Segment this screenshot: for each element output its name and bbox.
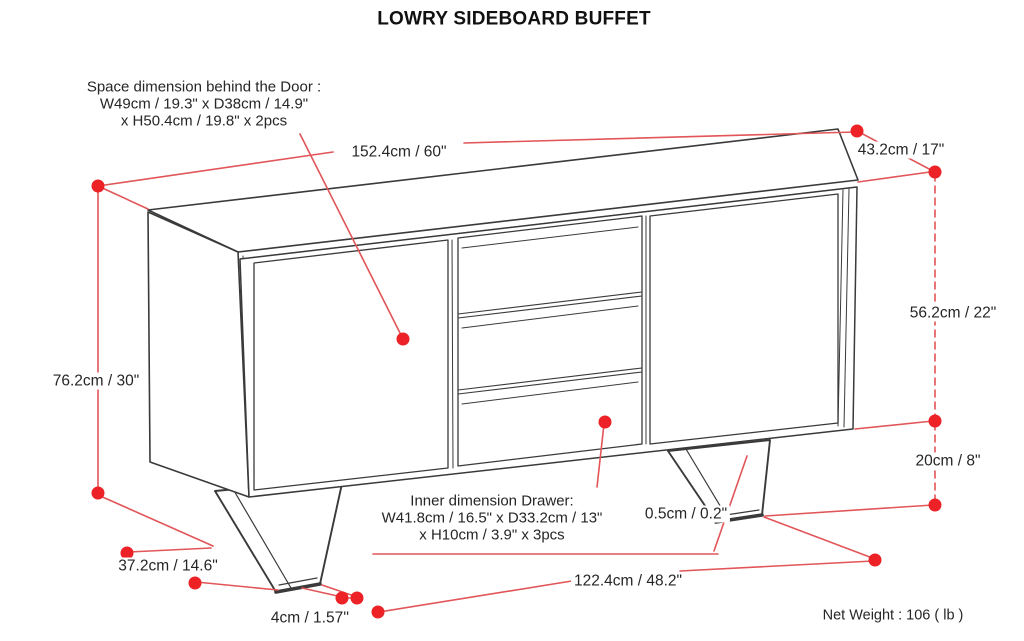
door-space-callout: Space dimension behind the Door : W49cm … xyxy=(86,78,322,130)
dimension-lines xyxy=(97,130,936,613)
body-height-dim-label: 56.2cm / 22" xyxy=(906,304,1000,322)
diagram-title: LOWRY SIDEBOARD BUFFET xyxy=(377,8,651,30)
marker-dot xyxy=(850,124,864,138)
leg-depth-leader-c xyxy=(195,581,279,591)
leg-height-leader xyxy=(764,504,934,517)
sideboard-drawing xyxy=(147,128,859,594)
drawer-inner-callout: Inner dimension Drawer: W41.8cm / 16.5" … xyxy=(381,492,603,544)
width-dim-line-a xyxy=(97,151,334,187)
right-end-line-2 xyxy=(843,188,850,428)
span-dim-line-b xyxy=(679,560,874,572)
marker-dot xyxy=(350,591,364,605)
drawer-2-recess xyxy=(461,305,639,329)
marker-dot xyxy=(928,498,942,512)
width-dim-label: 152.4cm / 60" xyxy=(348,143,450,161)
marker-dots xyxy=(91,124,942,619)
leg-height-dim-label: 20cm / 8" xyxy=(912,452,984,470)
foot-width-dim-label: 4cm / 1.57'' xyxy=(267,609,353,627)
foot-leader-a xyxy=(301,587,343,598)
drawer-3-recess xyxy=(461,381,639,405)
leg-depth-dim-label: 37.2cm / 14.6" xyxy=(115,557,221,575)
drawer-gap-2 xyxy=(457,367,643,391)
right-end-line-1 xyxy=(837,189,844,427)
door-callout-leader xyxy=(299,133,403,338)
marker-dot xyxy=(91,179,105,193)
drawer-callout-leader xyxy=(596,423,605,488)
foot-leader-b xyxy=(321,584,358,598)
drawer-gap-1b xyxy=(457,295,643,319)
drawer-gap-2b xyxy=(457,371,643,395)
net-weight-label: Net Weight : 106 ( lb ) xyxy=(822,607,964,624)
marker-dot xyxy=(371,605,385,619)
left-door xyxy=(253,239,449,491)
leg-span-dim-label: 122.4cm / 48.2" xyxy=(570,572,686,590)
floor-gap-leader xyxy=(713,455,748,552)
depth-ext-line xyxy=(857,171,931,183)
drawer-gap-1 xyxy=(457,291,643,315)
span-leader xyxy=(763,516,876,560)
total-height-dim-label: 76.2cm / 30" xyxy=(49,372,143,390)
leg-depth-leader-a xyxy=(97,494,214,547)
marker-dot xyxy=(598,415,612,429)
marker-dot xyxy=(928,414,942,428)
floor-gap-dim-label: 0.5cm / 0.2" xyxy=(641,505,731,523)
span-dim-line-a xyxy=(378,579,579,613)
left-leg xyxy=(214,478,344,594)
right-door xyxy=(649,193,839,445)
corner-leader-topleft xyxy=(97,185,149,210)
marker-dot xyxy=(335,591,349,605)
marker-dot xyxy=(868,553,882,567)
marker-dot xyxy=(188,576,202,590)
marker-dot xyxy=(120,546,134,560)
marker-dot xyxy=(928,165,942,179)
door-drawer-gap xyxy=(451,239,454,469)
leg-depth-leader-b xyxy=(128,547,212,553)
marker-dot xyxy=(396,332,410,346)
marker-dot xyxy=(91,486,105,500)
width-dim-line-b xyxy=(463,131,856,144)
depth-dim-label: 43.2cm / 17" xyxy=(854,141,948,159)
right-height-leader xyxy=(854,420,934,430)
drawer-1-recess xyxy=(461,226,639,249)
left-side-panel xyxy=(147,211,250,498)
drawer-bank xyxy=(457,215,643,467)
